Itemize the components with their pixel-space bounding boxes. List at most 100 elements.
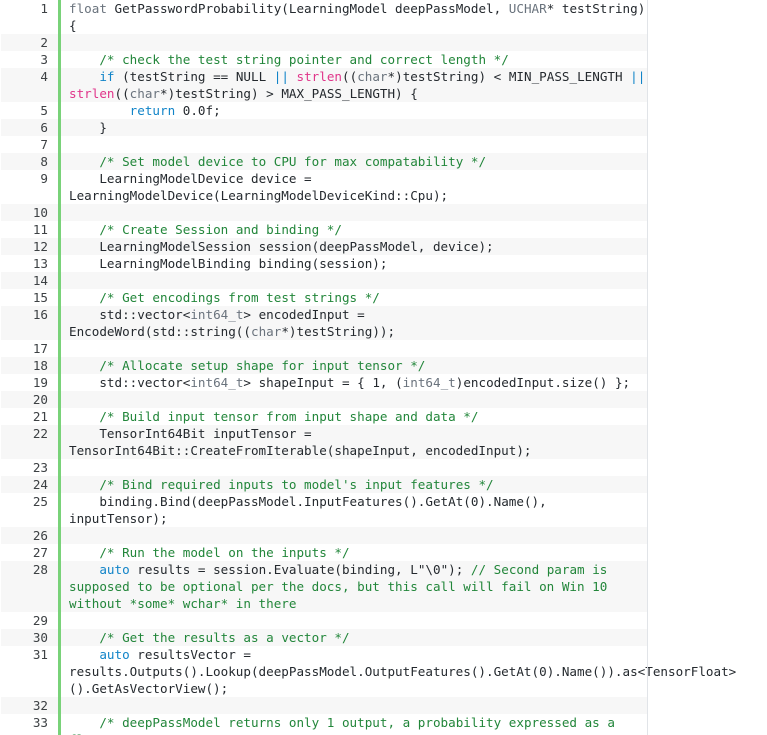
code-line-content[interactable]: /* Get encodings from test strings */: [58, 289, 648, 306]
code-line-row[interactable]: 32: [0, 697, 648, 714]
code-line-row[interactable]: 19 std::vector<int64_t> shapeInput = { 1…: [0, 374, 648, 391]
code-line-content[interactable]: /* Allocate setup shape for input tensor…: [58, 357, 648, 374]
line-number[interactable]: 21: [32, 409, 48, 424]
code-line-content[interactable]: std::vector<int64_t> shapeInput = { 1, (…: [58, 374, 648, 391]
code-line-content[interactable]: LearningModelDevice device = LearningMod…: [58, 170, 648, 204]
line-number[interactable]: 17: [32, 341, 48, 356]
line-number[interactable]: 4: [40, 69, 48, 84]
code-line-content[interactable]: binding.Bind(deepPassModel.InputFeatures…: [58, 493, 648, 527]
line-number[interactable]: 14: [32, 273, 48, 288]
code-line-content[interactable]: /* Get the results as a vector */: [58, 629, 648, 646]
code-line-row[interactable]: 3 /* check the test string pointer and c…: [0, 51, 648, 68]
code-line-content[interactable]: /* deepPassModel returns only 1 output, …: [58, 714, 648, 735]
code-line-content[interactable]: if (testString == NULL || strlen((char*)…: [58, 68, 648, 102]
code-line-row[interactable]: 29: [0, 612, 648, 629]
code-line-row[interactable]: 33 /* deepPassModel returns only 1 outpu…: [0, 714, 648, 735]
line-number[interactable]: 25: [32, 494, 48, 509]
line-number[interactable]: 13: [32, 256, 48, 271]
code-line-content[interactable]: std::vector<int64_t> encodedInput = Enco…: [58, 306, 648, 340]
line-number[interactable]: 19: [32, 375, 48, 390]
code-line-blank[interactable]: [58, 391, 648, 408]
code-line-blank[interactable]: [58, 612, 648, 629]
line-number[interactable]: 23: [32, 460, 48, 475]
code-line-row[interactable]: 7: [0, 136, 648, 153]
code-line-content[interactable]: LearningModelBinding binding(session);: [58, 255, 648, 272]
code-line-content[interactable]: auto results = session.Evaluate(binding,…: [58, 561, 648, 612]
code-line-row[interactable]: 15 /* Get encodings from test strings */: [0, 289, 648, 306]
line-number[interactable]: 33: [32, 715, 48, 730]
code-line-content[interactable]: LearningModelSession session(deepPassMod…: [58, 238, 648, 255]
line-number[interactable]: 24: [32, 477, 48, 492]
code-line-blank[interactable]: [58, 527, 648, 544]
code-line-row[interactable]: 4 if (testString == NULL || strlen((char…: [0, 68, 648, 102]
code-line-content[interactable]: /* check the test string pointer and cor…: [58, 51, 648, 68]
code-line-row[interactable]: 13 LearningModelBinding binding(session)…: [0, 255, 648, 272]
line-number[interactable]: 9: [40, 171, 48, 186]
code-line-row[interactable]: 24 /* Bind required inputs to model's in…: [0, 476, 648, 493]
code-line-row[interactable]: 20: [0, 391, 648, 408]
line-number[interactable]: 18: [32, 358, 48, 373]
code-line-content[interactable]: float GetPasswordProbability(LearningMod…: [58, 0, 648, 34]
code-listing-table[interactable]: 1 float GetPasswordProbability(LearningMo…: [0, 0, 736, 735]
code-line-row[interactable]: 2: [0, 34, 648, 51]
code-line-row[interactable]: 6 }: [0, 119, 648, 136]
line-number[interactable]: 28: [32, 562, 48, 577]
line-number[interactable]: 3: [40, 52, 48, 67]
line-number[interactable]: 11: [32, 222, 48, 237]
code-line-row[interactable]: 5 return 0.0f;: [0, 102, 648, 119]
code-line-row[interactable]: 8 /* Set model device to CPU for max com…: [0, 153, 648, 170]
code-line-row[interactable]: 16 std::vector<int64_t> encodedInput = E…: [0, 306, 648, 340]
code-line-content[interactable]: /* Run the model on the inputs */: [58, 544, 648, 561]
line-number[interactable]: 30: [32, 630, 48, 645]
code-line-content[interactable]: }: [58, 119, 648, 136]
code-line-row[interactable]: 9 LearningModelDevice device = LearningM…: [0, 170, 648, 204]
line-number[interactable]: 26: [32, 528, 48, 543]
code-line-row[interactable]: 22 TensorInt64Bit inputTensor = TensorIn…: [0, 425, 648, 459]
code-line-row[interactable]: 12 LearningModelSession session(deepPass…: [0, 238, 648, 255]
line-number[interactable]: 7: [40, 137, 48, 152]
code-line-row[interactable]: 18 /* Allocate setup shape for input ten…: [0, 357, 648, 374]
code-line-row[interactable]: 30 /* Get the results as a vector */: [0, 629, 648, 646]
line-number[interactable]: 6: [40, 120, 48, 135]
code-line-blank[interactable]: [58, 340, 648, 357]
line-number[interactable]: 32: [32, 698, 48, 713]
code-line-content[interactable]: return 0.0f;: [58, 102, 648, 119]
line-number[interactable]: 12: [32, 239, 48, 254]
line-number[interactable]: 2: [40, 35, 48, 50]
code-line-content[interactable]: /* Bind required inputs to model's input…: [58, 476, 648, 493]
code-line-row[interactable]: 26: [0, 527, 648, 544]
line-number[interactable]: 8: [40, 154, 48, 169]
code-line-blank[interactable]: [58, 204, 648, 221]
code-line-blank[interactable]: [58, 697, 648, 714]
code-listing-body[interactable]: 1 float GetPasswordProbability(LearningMo…: [0, 0, 736, 735]
code-line-content[interactable]: TensorInt64Bit inputTensor = TensorInt64…: [58, 425, 648, 459]
code-line-row[interactable]: 14: [0, 272, 648, 289]
code-line-blank[interactable]: [58, 459, 648, 476]
code-line-row[interactable]: 23: [0, 459, 648, 476]
code-line-content[interactable]: /* Build input tensor from input shape a…: [58, 408, 648, 425]
code-line-row[interactable]: 28 auto results = session.Evaluate(bindi…: [0, 561, 648, 612]
line-number[interactable]: 20: [32, 392, 48, 407]
line-number[interactable]: 31: [32, 647, 48, 662]
code-line-row[interactable]: 21 /* Build input tensor from input shap…: [0, 408, 648, 425]
code-line-content[interactable]: auto resultsVector = results.Outputs().L…: [58, 646, 736, 697]
line-number[interactable]: 16: [32, 307, 48, 322]
line-number[interactable]: 10: [32, 205, 48, 220]
code-line-row[interactable]: 1 float GetPasswordProbability(LearningMo…: [0, 0, 648, 34]
code-line-row[interactable]: 31 auto resultsVector = results.Outputs(…: [0, 646, 736, 697]
code-line-blank[interactable]: [58, 272, 648, 289]
code-line-content[interactable]: /* Set model device to CPU for max compa…: [58, 153, 648, 170]
line-number[interactable]: 27: [32, 545, 48, 560]
line-number[interactable]: 22: [32, 426, 48, 441]
code-line-row[interactable]: 10: [0, 204, 648, 221]
code-line-row[interactable]: 25 binding.Bind(deepPassModel.InputFeatu…: [0, 493, 648, 527]
code-line-blank[interactable]: [58, 136, 648, 153]
code-line-row[interactable]: 11 /* Create Session and binding */: [0, 221, 648, 238]
line-number[interactable]: 1: [40, 1, 48, 16]
line-number[interactable]: 5: [40, 103, 48, 118]
code-line-blank[interactable]: [58, 34, 648, 51]
code-line-row[interactable]: 17: [0, 340, 648, 357]
code-line-row[interactable]: 27 /* Run the model on the inputs */: [0, 544, 648, 561]
code-line-content[interactable]: /* Create Session and binding */: [58, 221, 648, 238]
